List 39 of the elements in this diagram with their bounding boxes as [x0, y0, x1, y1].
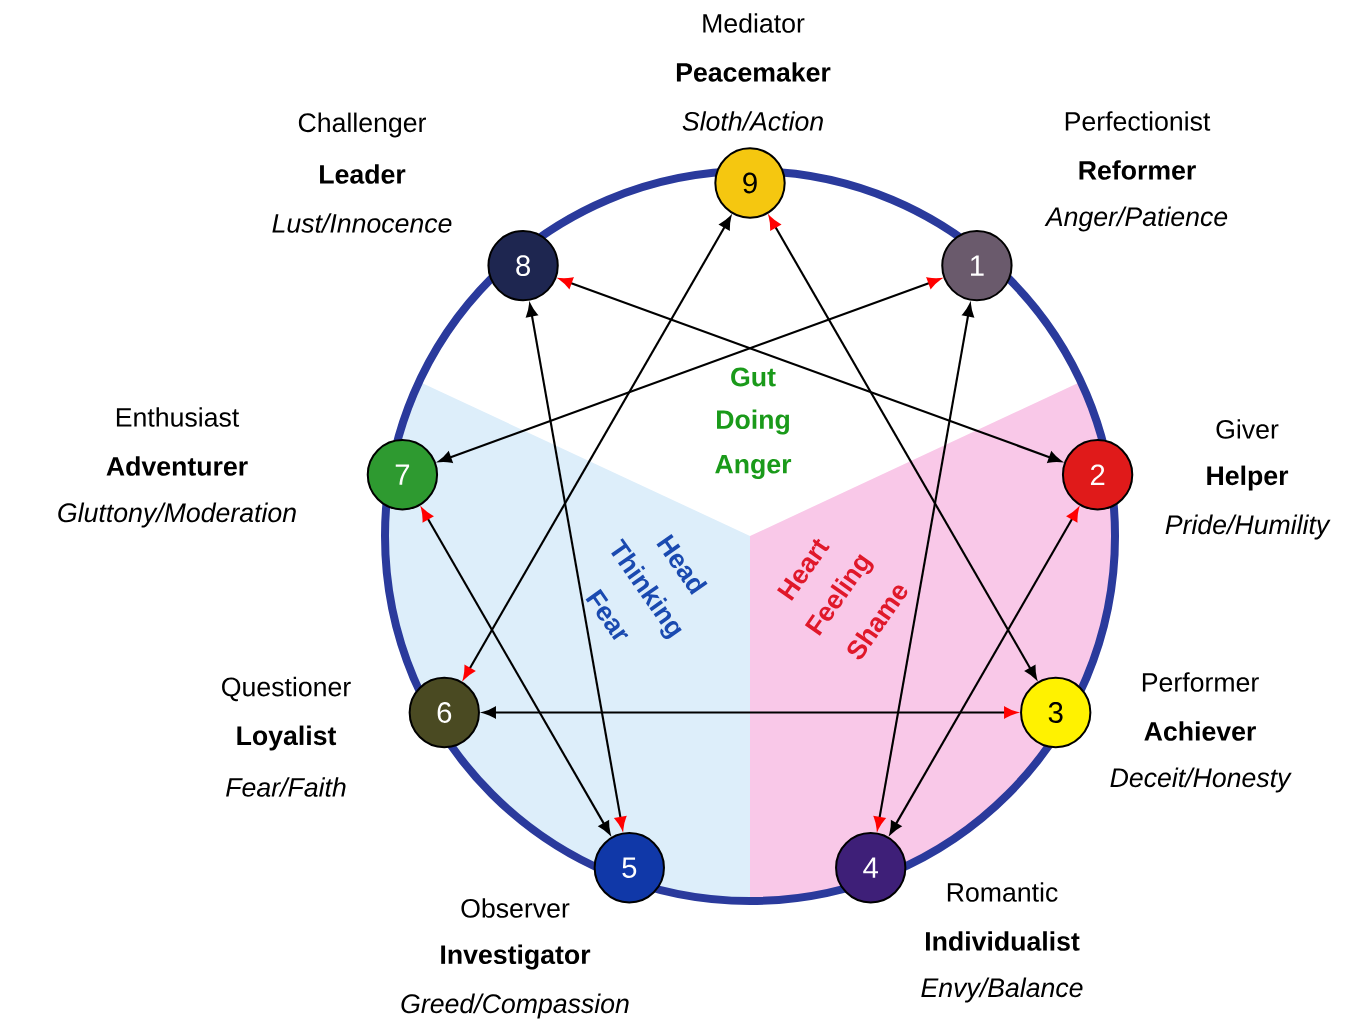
type-name: Challenger [298, 112, 426, 138]
vice-virtue: Anger/Patience [1044, 206, 1228, 232]
type-title: Loyalist [237, 725, 337, 751]
type-title: Investigator [441, 944, 591, 970]
type-name: Romantic [947, 882, 1058, 902]
arrow [526, 303, 627, 830]
type-name: Giver [1216, 419, 1279, 439]
arrow [438, 277, 941, 463]
type-title: Helper [1207, 465, 1289, 491]
type-name: Questioner [222, 676, 351, 702]
gut-label: Gut [731, 367, 776, 387]
vice-virtue: Greed/Compassion [401, 993, 629, 1019]
arrow [482, 706, 1018, 719]
type-title: Adventurer [106, 456, 248, 476]
vice-virtue: Envy/Balance [921, 977, 1083, 1003]
type-name: Observer [461, 898, 570, 918]
type-title: Achiever [1144, 721, 1256, 741]
arrow [889, 508, 1079, 835]
type-title: Reformer [1079, 160, 1196, 180]
arrow [768, 216, 1037, 680]
type-title: Peacemaker [676, 62, 831, 82]
type-name: Mediator [703, 13, 805, 33]
arrow [421, 508, 611, 835]
arrow [873, 303, 974, 830]
arrow [559, 277, 1062, 463]
arrow [463, 216, 732, 680]
type-title: Leader [320, 164, 406, 184]
vice-virtue: Pride/Humility [1165, 514, 1331, 540]
vice-virtue: Gluttony/Moderation [58, 502, 296, 528]
vice-virtue: Lust/Innocence [272, 213, 452, 233]
type-name: Enthusiast [116, 407, 240, 427]
type-title: Individualist [926, 931, 1080, 951]
type-name: Performer [1142, 672, 1259, 692]
type-name: Perfectionist [1065, 111, 1211, 131]
gut-label: Anger [715, 455, 792, 479]
vice-virtue: Fear/Faith [226, 777, 346, 797]
gut-label: Doing [717, 409, 789, 435]
vice-virtue: Sloth/Action [682, 111, 823, 131]
vice-virtue: Deceit/Honesty [1110, 767, 1292, 793]
